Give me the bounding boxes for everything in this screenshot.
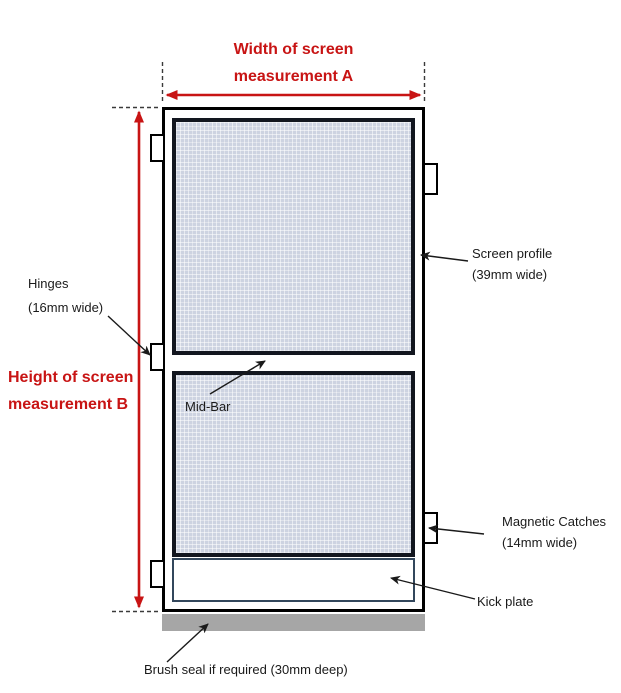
screen-profile-label-line1: Screen profile — [472, 246, 553, 261]
width-measurement-line1: Width of screen — [233, 41, 354, 58]
mid-bar — [172, 355, 415, 371]
hinge-middle — [150, 343, 165, 371]
height-measurement-line2: measurement B — [8, 396, 129, 413]
brush-seal-label-line1: Brush seal if required (30mm deep) — [144, 662, 348, 677]
height-measurement-label: Height of screen measurement B — [8, 364, 133, 418]
magnetic-catches-label-line2: (14mm wide) — [502, 535, 578, 550]
mid-bar-label-line1: Mid-Bar — [185, 399, 231, 414]
screen-profile-label: Screen profile (39mm wide) — [472, 243, 552, 285]
kick-plate — [172, 558, 415, 602]
magnetic-catch-bottom — [423, 512, 438, 544]
width-measurement-label: Width of screen measurement A — [162, 36, 425, 90]
kick-plate-label-line1: Kick plate — [477, 594, 534, 609]
magnetic-catch-top — [423, 163, 438, 195]
mid-bar-label: Mid-Bar — [185, 396, 231, 417]
hinges-label: Hinges (16mm wide) — [28, 272, 103, 320]
upper-mesh-panel — [172, 118, 415, 355]
width-measurement-line2: measurement A — [233, 68, 354, 85]
hinges-label-line2: (16mm wide) — [28, 300, 104, 315]
brush-seal-bar — [162, 614, 425, 631]
brush-seal-label: Brush seal if required (30mm deep) — [144, 659, 348, 680]
height-measurement-line1: Height of screen — [8, 369, 134, 386]
hinge-bottom — [150, 560, 165, 588]
magnetic-catches-label-line1: Magnetic Catches — [502, 514, 607, 529]
kick-plate-label: Kick plate — [477, 591, 533, 612]
hinges-annotation-arrow — [107, 315, 151, 356]
lower-mesh-panel — [172, 371, 415, 557]
magnetic-catches-label: Magnetic Catches (14mm wide) — [502, 511, 606, 553]
screen-profile-annotation-arrow — [420, 251, 469, 262]
screen-profile-label-line2: (39mm wide) — [472, 267, 548, 282]
hinges-label-line1: Hinges — [28, 276, 69, 291]
hinge-top — [150, 134, 165, 162]
